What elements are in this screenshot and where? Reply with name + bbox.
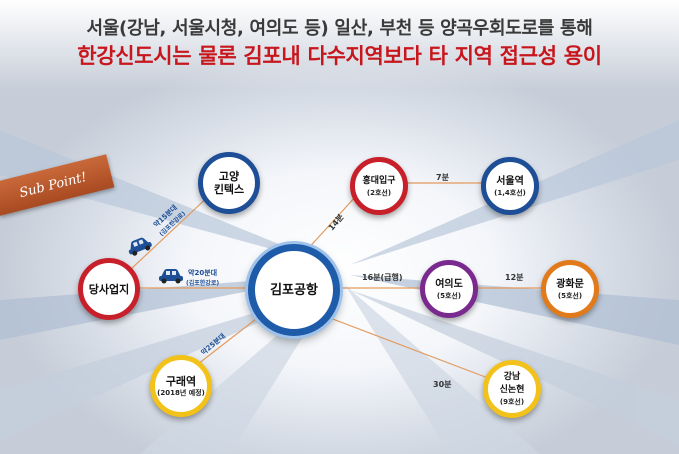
node-label: 광화문 bbox=[556, 278, 584, 290]
node-label: 신논현 bbox=[499, 385, 525, 395]
node-sublabel: (9호선) bbox=[499, 398, 525, 406]
node-label: 서울역 bbox=[496, 175, 524, 187]
edge-time: 약20분대 bbox=[188, 269, 218, 277]
node-goyang: 고양 킨텍스 bbox=[198, 152, 260, 214]
header-line-1: 서울(강남, 서울시청, 여의도 등) 일산, 부천 등 양곡우회도로를 통해 bbox=[86, 18, 593, 39]
node-sublabel: (2호선) bbox=[366, 188, 392, 197]
node-seoul-station: 서울역 (1,4호선) bbox=[481, 157, 539, 215]
car-icon bbox=[159, 269, 183, 284]
node-sublabel: (2018년 예정) bbox=[157, 388, 205, 397]
edge-label-hongik-seoul: 7분 bbox=[436, 173, 449, 182]
node-label: 김포공항 bbox=[270, 282, 318, 298]
node-gimpo-airport: 김포공항 bbox=[248, 244, 340, 336]
edge-airport-hongik bbox=[304, 194, 358, 253]
node-label: 당사업지 bbox=[88, 282, 130, 296]
edge-label-airport-yeouido: 16분(급행) bbox=[362, 273, 403, 282]
edge-label-site-airport: 약20분대 (김포한강로) bbox=[186, 268, 219, 287]
node-label: 구래역 bbox=[165, 374, 197, 388]
header-line-2: 한강신도시는 물론 김포내 다수지역보다 타 지역 접근성 용이 bbox=[77, 44, 602, 68]
node-label: 킨텍스 bbox=[213, 183, 245, 196]
node-sublabel: (5호선) bbox=[436, 291, 462, 300]
node-sublabel: (5호선) bbox=[557, 291, 583, 300]
edge-route: (김포한강로) bbox=[186, 280, 220, 287]
node-label: 홍대입구 bbox=[362, 175, 396, 186]
edge-label-airport-gangnam: 30분 bbox=[433, 380, 452, 389]
node-sublabel: (1,4호선) bbox=[494, 188, 526, 197]
node-label: 강남 bbox=[503, 372, 521, 382]
node-gangnam: 강남 신논현 (9호선) bbox=[483, 360, 541, 418]
node-guraeyeok: 구래역 (2018년 예정) bbox=[150, 355, 212, 417]
node-label: 여의도 bbox=[435, 278, 463, 290]
node-hongik: 홍대입구 (2호선) bbox=[350, 157, 408, 215]
node-gwanghwamun: 광화문 (5호선) bbox=[541, 260, 599, 318]
edge-airport-gangnam bbox=[329, 317, 489, 379]
node-site: 당사업지 bbox=[78, 258, 140, 320]
node-yeouido: 여의도 (5호선) bbox=[420, 260, 478, 318]
edge-label-yeouido-gwanghwamun: 12분 bbox=[505, 273, 524, 282]
node-label: 고양 bbox=[218, 170, 240, 183]
car-icon bbox=[128, 237, 152, 256]
